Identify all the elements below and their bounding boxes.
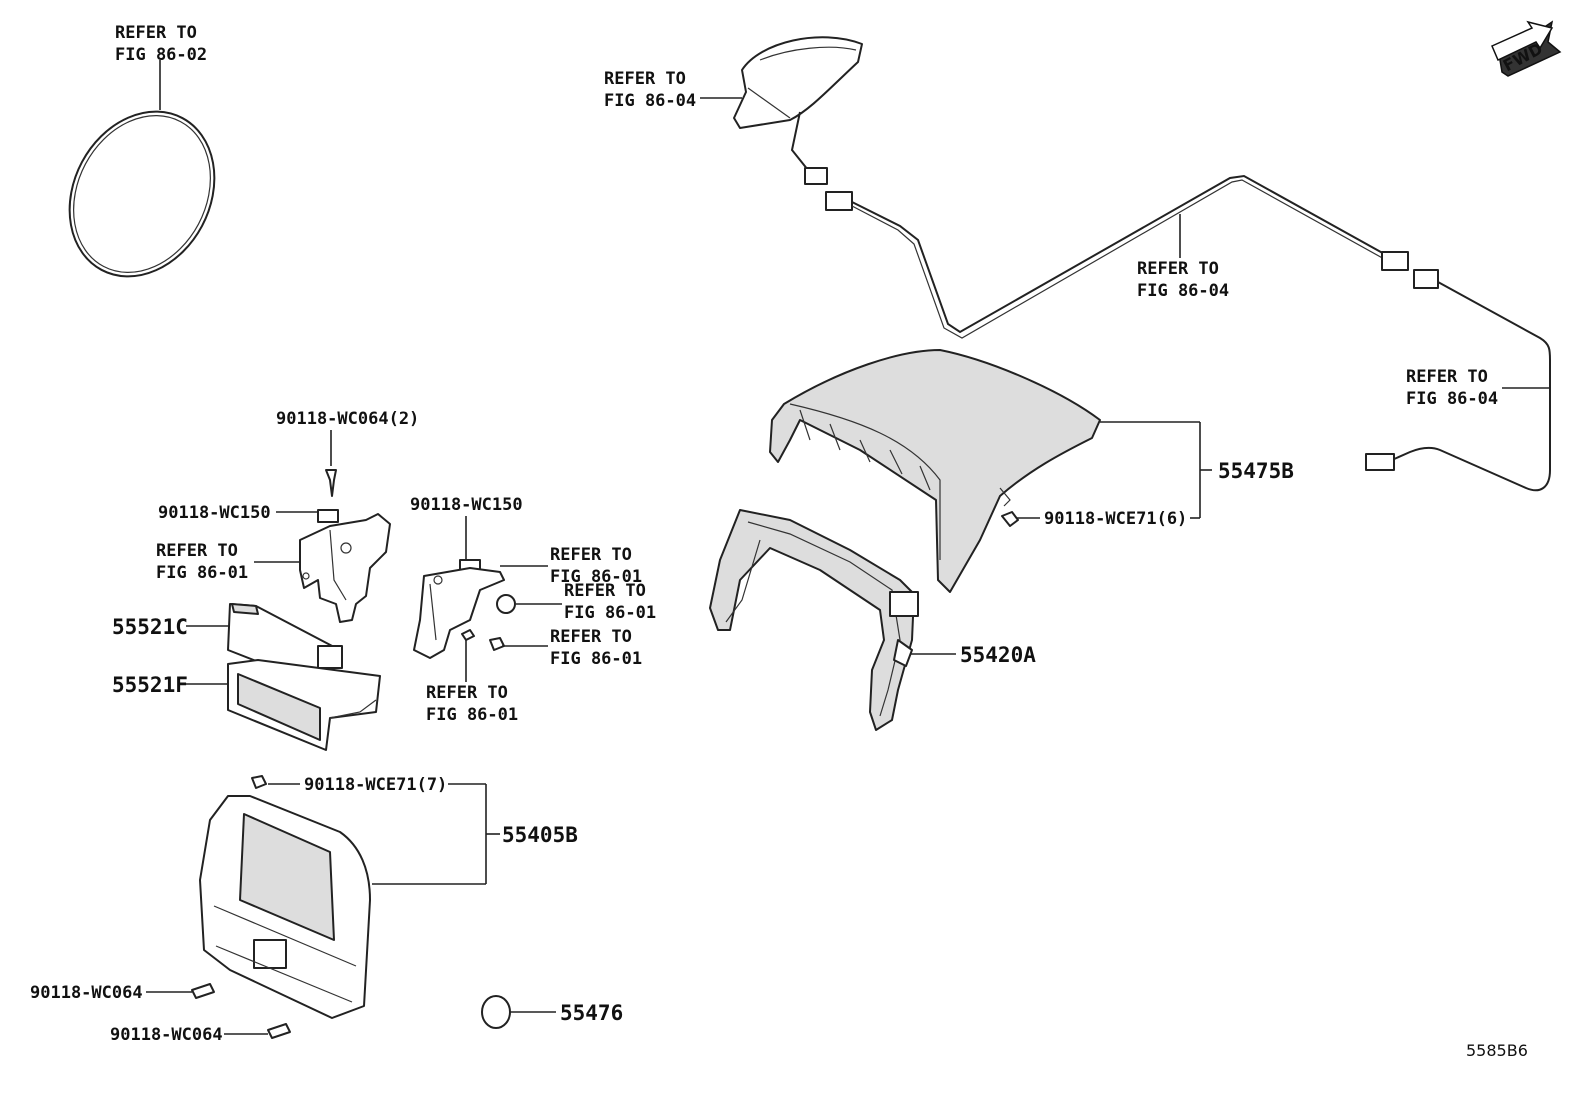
small-clip-part: [489, 637, 548, 651]
speaker-ring-part: [68, 60, 216, 278]
clip-wce71-7-part: [251, 775, 300, 789]
refer-fig-86-01-left-bracket-label: REFER TO FIG 86-01: [156, 541, 248, 583]
refer-fig-86-01-right-bracket-low-label: REFER TO FIG 86-01: [550, 627, 642, 669]
panel-55521f-part: [184, 659, 381, 751]
screw-wc064-b-part: [224, 1023, 291, 1039]
refer-fig-86-04-antenna-label: REFER TO FIG 86-04: [604, 69, 696, 111]
part-number-90118-wce71-6: 90118-WCE71(6): [1044, 509, 1187, 529]
bracket-screw-part: [461, 629, 475, 682]
part-number-90118-wc150-left: 90118-WC150: [158, 503, 271, 523]
cover-55475b-part: [769, 349, 1212, 593]
part-number-55521f: 55521F: [112, 673, 188, 697]
panel-55405b-part: [199, 783, 500, 1019]
part-number-90118-wc064-a: 90118-WC064: [30, 983, 143, 1003]
grommet-part: [496, 594, 562, 614]
bezel-55420a-part: [709, 509, 956, 731]
left-bracket-part: [254, 513, 391, 623]
part-number-90118-wc064-b: 90118-WC064: [110, 1025, 223, 1045]
refer-fig-86-04-cable-mid-label: REFER TO FIG 86-04: [1137, 259, 1229, 301]
clip-wc150-right-part: [459, 516, 481, 573]
screw-wc064-a-part: [146, 983, 215, 999]
refer-fig-86-01-right-bracket-top-label: REFER TO FIG 86-01: [550, 545, 642, 587]
right-bracket-part: [413, 565, 548, 659]
clip-wc150-left-part: [276, 509, 339, 523]
part-number-90118-wce71-7: 90118-WCE71(7): [304, 775, 447, 795]
part-number-55475b: 55475B: [1218, 459, 1294, 483]
clip-wce71-6-part: [1001, 511, 1040, 527]
refer-fig-86-01-right-bracket-mid-label: REFER TO FIG 86-01: [564, 581, 656, 623]
refer-fig-86-02-label: REFER TO FIG 86-02: [115, 23, 207, 65]
refer-fig-86-01-right-bracket-bottom-label: REFER TO FIG 86-01: [426, 683, 518, 725]
antenna-cable-part: [851, 174, 1551, 492]
figure-code: 5585B6: [1466, 1041, 1528, 1060]
refer-fig-86-04-cable-end-label: REFER TO FIG 86-04: [1406, 367, 1498, 409]
fwd-arrow-icon: FWD: [1491, 20, 1562, 77]
cap-55476-part: [481, 995, 556, 1029]
part-number-55405b: 55405B: [502, 823, 578, 847]
part-number-55521c: 55521C: [112, 615, 188, 639]
part-number-55476: 55476: [560, 1001, 623, 1025]
part-number-55420a: 55420A: [960, 643, 1036, 667]
antenna-part: [700, 36, 863, 211]
part-number-90118-wc064-2: 90118-WC064(2): [276, 409, 419, 429]
screw-wc064-2-part: [325, 430, 337, 497]
part-number-90118-wc150-right: 90118-WC150: [410, 495, 523, 515]
